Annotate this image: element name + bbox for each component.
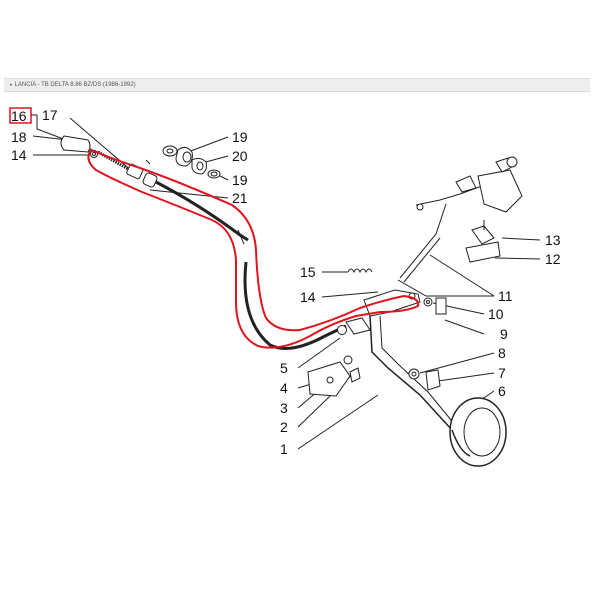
- callout-19: 19: [232, 172, 248, 188]
- spring-clip: [145, 159, 151, 165]
- cable-clamp[interactable]: [345, 317, 371, 335]
- leader-9: [444, 319, 485, 335]
- callout-10: 10: [488, 306, 504, 322]
- nut-10-hole: [426, 300, 430, 304]
- callout-12: 12: [545, 251, 561, 267]
- pad-arm: [451, 429, 471, 457]
- return-spring[interactable]: [347, 268, 373, 274]
- throttle-knob[interactable]: [506, 156, 518, 168]
- highlighted-cable-outline: [87, 148, 420, 349]
- pedal-pad[interactable]: [449, 397, 507, 467]
- throttle-lever[interactable]: [455, 175, 477, 193]
- washer-8-hole: [411, 371, 417, 377]
- callout-3: 3: [280, 400, 288, 416]
- group-number-label: 16: [11, 108, 27, 124]
- callout-17: 17: [42, 107, 58, 123]
- clip-ring-inner: [92, 152, 96, 156]
- leader-8: [419, 352, 495, 374]
- washer-8[interactable]: [408, 368, 420, 380]
- cable-lower[interactable]: [243, 261, 347, 350]
- mounting-plate-4[interactable]: [307, 361, 351, 397]
- link-rod: [435, 203, 447, 235]
- throttle-rod-edge: [403, 237, 441, 283]
- sheath-end: [237, 229, 245, 245]
- callout-14: 14: [11, 147, 27, 163]
- callout-21: 21: [232, 190, 248, 206]
- pedal-pad-inner: [463, 407, 501, 457]
- cable-sheath-upper[interactable]: [155, 180, 249, 242]
- leader-1: [297, 394, 379, 450]
- stud-2[interactable]: [349, 367, 361, 383]
- plate-12[interactable]: [465, 241, 501, 263]
- pedal-arm[interactable]: [369, 315, 453, 431]
- callout-18: 18: [11, 129, 27, 145]
- washer-19b[interactable]: [207, 169, 221, 179]
- callout-2: 2: [280, 419, 288, 435]
- leader-7: [437, 372, 495, 382]
- bushing-19-hole: [182, 151, 192, 163]
- bushing-5[interactable]: [337, 325, 347, 335]
- callout-4: 4: [280, 380, 288, 396]
- washer-19b-hole: [210, 171, 218, 177]
- leader-14b: [321, 291, 379, 298]
- clip-7[interactable]: [425, 369, 441, 391]
- callout-5: 5: [280, 360, 288, 376]
- throttle-rod[interactable]: [399, 233, 437, 279]
- leader-21: [149, 189, 229, 199]
- breadcrumb[interactable]: ▸LANCIA - TB DELTA 8.86 BZ/DS (1986-1992…: [10, 79, 136, 91]
- clip-9[interactable]: [435, 297, 447, 315]
- leader-13: [501, 237, 541, 241]
- washer-19a-hole: [166, 148, 174, 154]
- throttle-cable[interactable]: [415, 185, 483, 206]
- nut-10[interactable]: [423, 297, 433, 307]
- leader-5: [297, 337, 341, 369]
- nut-3[interactable]: [343, 355, 353, 365]
- breadcrumb-bar: ▸LANCIA - TB DELTA 8.86 BZ/DS (1986-1992…: [4, 78, 590, 92]
- callout-15: 15: [300, 264, 316, 280]
- cable-end-fitting[interactable]: [60, 135, 91, 153]
- callout-19: 19: [232, 129, 248, 145]
- callout-11: 11: [498, 288, 513, 304]
- leader-11b: [429, 254, 495, 297]
- callout-1: 1: [280, 441, 288, 457]
- callout-8: 8: [498, 345, 506, 361]
- chevron-right-icon: ▸: [10, 82, 13, 88]
- leader-12: [494, 257, 541, 260]
- callout-20: 20: [232, 148, 248, 164]
- bushing-20[interactable]: [191, 157, 207, 175]
- bracket-13[interactable]: [471, 225, 495, 245]
- pedal-arm-edge: [379, 315, 457, 427]
- callout-7: 7: [498, 365, 506, 381]
- bushing-20-hole: [196, 161, 204, 171]
- callout-6: 6: [498, 383, 506, 399]
- callout-14: 14: [300, 289, 316, 305]
- grommet[interactable]: [142, 172, 158, 188]
- leader-11: [397, 279, 494, 297]
- breadcrumb-text: LANCIA - TB DELTA 8.86 BZ/DS (1986-1992): [14, 82, 136, 88]
- bushing-19[interactable]: [175, 146, 193, 167]
- washer-19a[interactable]: [162, 145, 178, 157]
- throttle-bracket[interactable]: [477, 169, 523, 213]
- leader-19a: [187, 136, 229, 153]
- callout-13: 13: [545, 232, 561, 248]
- plate-hole: [326, 376, 334, 384]
- cable-eye: [416, 203, 424, 211]
- callout-9: 9: [500, 326, 508, 342]
